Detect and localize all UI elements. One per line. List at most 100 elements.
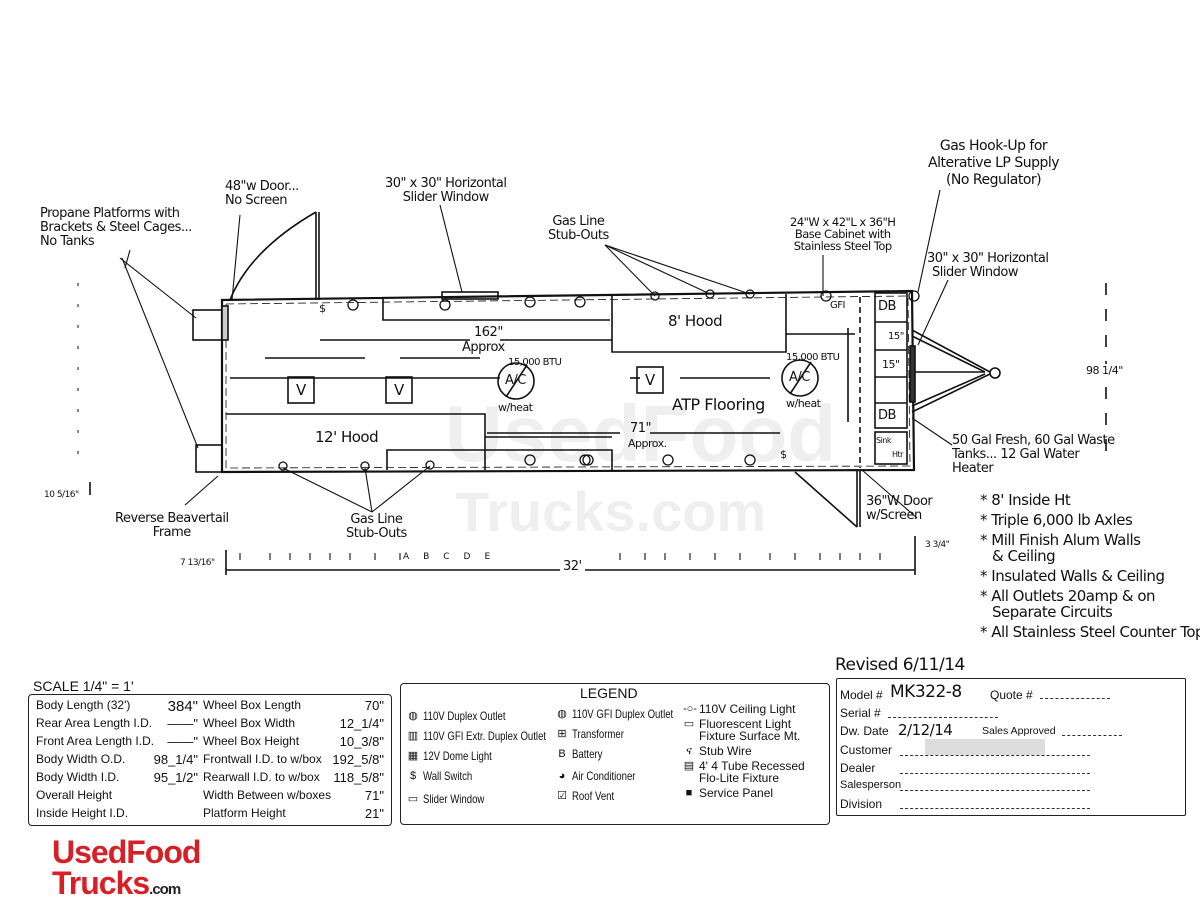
- spec-label: Body Width O.D.: [36, 752, 126, 766]
- note-line: 36"W Door: [866, 494, 933, 509]
- customer-field[interactable]: [900, 755, 1090, 756]
- vent-label: V: [296, 381, 306, 399]
- ruler-letter: B: [423, 552, 444, 562]
- serial-label: Serial #: [840, 706, 881, 720]
- side-door-note: 36"W Door w/Screen: [866, 494, 933, 523]
- db-label: DB: [878, 408, 896, 423]
- spec-value: 98_1/4": [153, 752, 198, 767]
- spec-label: Rearwall I.D. to w/box: [203, 770, 320, 784]
- spec-label: Overall Height: [36, 788, 113, 802]
- spec-table: [28, 694, 392, 826]
- legend-item: $Wall Switch: [407, 770, 553, 782]
- note-line: Brackets & Steel Cages...: [40, 220, 192, 235]
- legend-item-label: 110V GFI Duplex Outlet: [572, 707, 674, 721]
- dim-162: 162": [474, 325, 503, 340]
- sink-label: Sink: [876, 436, 892, 445]
- dim-15-a: 15": [888, 331, 904, 342]
- spec-label: Rear Area Length I.D.: [36, 716, 153, 730]
- hood-12: [226, 413, 486, 470]
- note-line: Stub-Outs: [346, 526, 407, 541]
- salesperson-field[interactable]: [900, 790, 1090, 791]
- tanks-note: 50 Gal Fresh, 60 Gal Waste Tanks... 12 G…: [952, 434, 1115, 476]
- ruler-ticks: [239, 553, 881, 560]
- hood-12-label: 12' Hood: [315, 428, 379, 446]
- sales-approved-label: Sales Approved: [982, 725, 1056, 737]
- legend-item-label: Fluorescent Light Fixture Surface Mt.: [699, 717, 801, 743]
- serial-field[interactable]: [888, 717, 998, 718]
- wall-switch-icon: $: [780, 448, 787, 461]
- legend-symbol-icon: ◍: [557, 708, 567, 720]
- legend-title: LEGEND: [580, 685, 638, 701]
- customer-label: Customer: [840, 743, 893, 757]
- front-offset-dimension: 3 3/4": [925, 540, 950, 550]
- sink: [874, 431, 908, 465]
- scale-label: SCALE 1/4" = 1': [33, 678, 134, 694]
- roof-vent-icon: [287, 376, 315, 404]
- note-line: 30" x 30" Horizontal: [927, 251, 1049, 266]
- redacted-customer: [925, 739, 1045, 755]
- note-line: 50 Gal Fresh, 60 Gal Waste: [952, 433, 1115, 448]
- note-line: w/Screen: [866, 508, 922, 523]
- legend-symbol-icon: $: [409, 770, 417, 782]
- revised-date: Revised 6/11/14: [835, 655, 965, 675]
- legend-item: ◍110V Duplex Outlet: [407, 710, 553, 722]
- legend-symbol-icon: ■: [685, 787, 693, 799]
- propane-platform: [192, 309, 223, 341]
- note-line: 24"W x 42"L x 36"H: [790, 215, 896, 229]
- legend-item-label: Transformer: [572, 727, 624, 741]
- bottom-counter: [386, 449, 613, 470]
- gfi-label: GFI: [830, 300, 845, 311]
- spec-value: ——": [167, 734, 198, 749]
- legend-item: ⊞ Transformer: [556, 728, 680, 740]
- quote-field[interactable]: [1040, 698, 1110, 699]
- legend-symbol-icon: -○-: [683, 703, 697, 715]
- brand-logo: UsedFood Trucks.com: [52, 836, 201, 905]
- dealer-field[interactable]: [900, 773, 1090, 774]
- rear-door-panel: [221, 305, 229, 341]
- legend-symbol-icon: ⊞: [557, 728, 567, 740]
- spec-value: 192_5/8": [332, 752, 384, 767]
- dim-15-b: 15": [882, 358, 900, 371]
- note-line: * All Stainless Steel Counter Top: [980, 623, 1200, 641]
- note-line: Base Cabinet with: [794, 227, 891, 241]
- division-label: Division: [840, 797, 883, 811]
- ruler-letter: E: [484, 552, 505, 562]
- legend-item: ▥110V GFI Extr. Duplex Outlet: [407, 730, 553, 742]
- propane-platform: [195, 444, 223, 473]
- note-line: * 8' Inside Ht: [980, 491, 1071, 509]
- rear-offset-dimension: 7 13/16": [180, 558, 215, 568]
- legend-item: ■ Service Panel: [683, 787, 821, 799]
- slider-window: [441, 291, 499, 300]
- legend-item: ▭Fluorescent Light Fixture Surface Mt.: [683, 718, 821, 742]
- legend-symbol-icon: ▥: [407, 730, 419, 742]
- legend-symbol-icon: ▦: [407, 750, 419, 762]
- note-line: * Insulated Walls & Ceiling: [980, 567, 1165, 585]
- note-line: Propane Platforms with: [40, 206, 180, 221]
- model-label: Model #: [840, 688, 883, 702]
- legend-item: ◕Air Conditioner: [556, 770, 680, 782]
- division-field[interactable]: [900, 808, 1090, 809]
- salesperson-label: Salesperson: [840, 779, 902, 791]
- sales-approved-field[interactable]: [1062, 735, 1122, 736]
- legend-item-label: Service Panel: [699, 786, 774, 800]
- db-label: DB: [878, 299, 896, 314]
- air-conditioner-icon: [497, 362, 535, 400]
- model-value: MK322-8: [890, 682, 962, 702]
- legend-symbol-icon: ◕: [558, 770, 566, 782]
- watermark-line: Trucks.com: [455, 480, 767, 543]
- note-line: Tanks... 12 Gal Water: [952, 447, 1080, 462]
- trailer-body: [220, 289, 916, 474]
- spec-value: 21": [364, 806, 384, 821]
- features-notes: * 8' Inside Ht * Triple 6,000 lb Axles *…: [980, 490, 1200, 642]
- legend-symbol-icon: B: [558, 748, 566, 760]
- wall-switch-icon: $: [319, 302, 326, 315]
- air-conditioner-icon: [781, 359, 819, 397]
- ac1-heat: w/heat: [498, 401, 533, 414]
- legend-item-label: 110V Duplex Outlet: [423, 709, 506, 723]
- date-value: 2/12/14: [898, 721, 953, 739]
- legend-item-label: 4' 4 Tube Recessed Flo-Lite Fixture: [699, 759, 805, 785]
- legend-item-label: 12V Dome Light: [423, 749, 492, 763]
- note-line: Alterative LP Supply: [928, 155, 1060, 171]
- legend-symbol-icon: ▭: [407, 793, 419, 805]
